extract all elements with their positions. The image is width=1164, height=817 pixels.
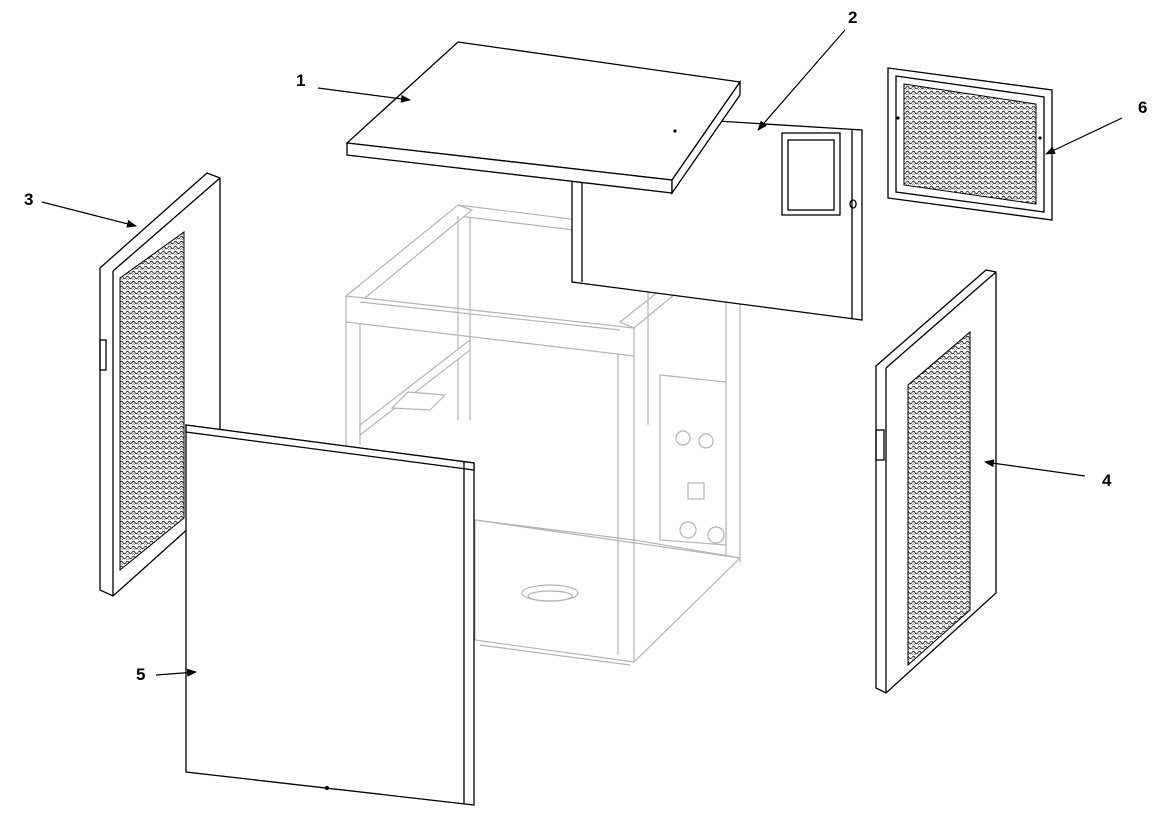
callout-1: 1 xyxy=(296,71,411,103)
left-side-panel xyxy=(99,172,221,597)
callout-4-label: 4 xyxy=(1102,471,1112,490)
callout-2: 2 xyxy=(757,8,857,131)
callout-4: 4 xyxy=(984,459,1112,490)
air-filter xyxy=(887,67,1053,221)
callout-2-label: 2 xyxy=(848,8,857,27)
front-door xyxy=(185,424,475,806)
callout-6-label: 6 xyxy=(1138,98,1147,117)
callout-3: 3 xyxy=(24,190,137,228)
callout-6: 6 xyxy=(1045,98,1147,155)
callout-5: 5 xyxy=(136,665,197,684)
callout-3-label: 3 xyxy=(24,190,33,209)
callout-1-label: 1 xyxy=(296,71,305,90)
callout-5-label: 5 xyxy=(136,665,145,684)
right-side-panel xyxy=(875,269,997,694)
top-cover xyxy=(345,41,742,196)
